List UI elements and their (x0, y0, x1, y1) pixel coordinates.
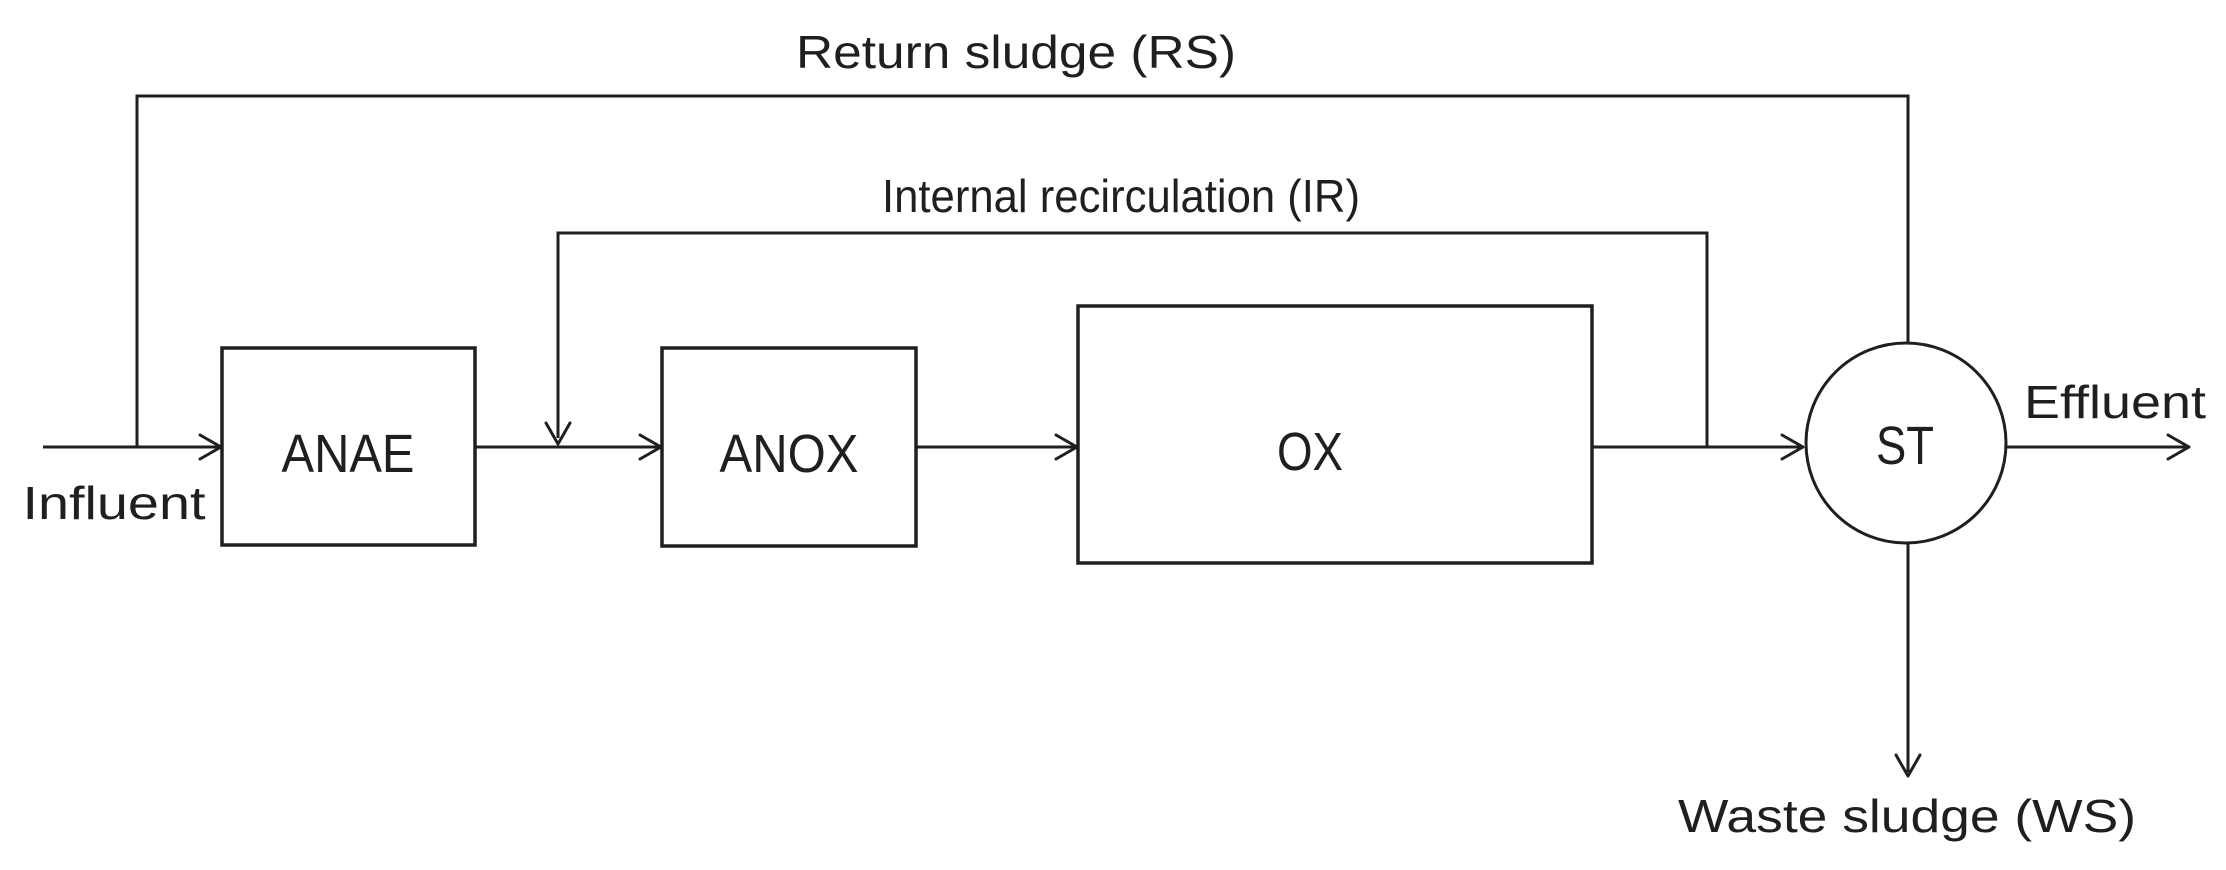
return-sludge-label: Return sludge (RS) (796, 26, 1236, 78)
ox-to-st-arrowhead-icon (1780, 433, 1805, 461)
anox-label: ANOX (720, 424, 859, 484)
effluent-label: Effluent (2024, 376, 2206, 428)
return-sludge-line (135, 94, 1910, 447)
waste-sludge-label: Waste sludge (WS) (1678, 790, 2136, 842)
st-circle (1804, 341, 2008, 545)
st-label: ST (1876, 416, 1934, 476)
internal-recirculation-line (556, 231, 1709, 447)
internal-recirculation-label: Internal recirculation (IR) (882, 170, 1360, 222)
effluent-arrowhead-icon (2166, 433, 2191, 461)
influent-label: Influent (23, 477, 206, 529)
waste-sludge-arrowhead-icon (1894, 753, 1922, 778)
anae-label: ANAE (282, 424, 415, 484)
ox-label: OX (1277, 422, 1343, 482)
anox-box (660, 346, 918, 548)
ox-box (1076, 304, 1594, 565)
internal-recirculation-arrowhead-icon (544, 421, 572, 446)
anae-box (220, 346, 477, 547)
